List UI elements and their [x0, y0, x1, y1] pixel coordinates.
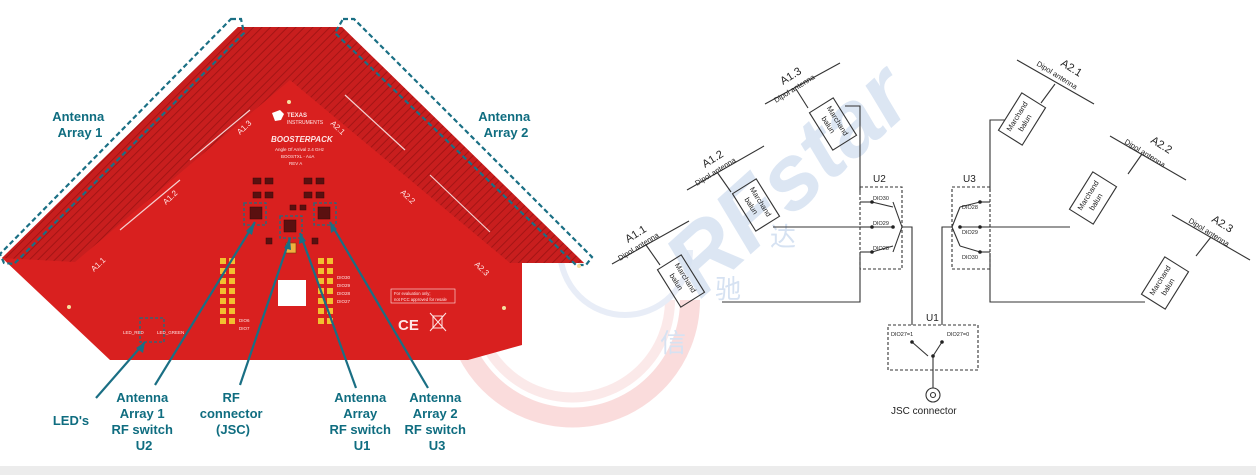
- callout-rf-connector: RF connector (JSC): [200, 390, 266, 437]
- ce-mark: CE: [398, 317, 419, 334]
- u1-label: U1: [926, 313, 939, 324]
- bottom-strip: [0, 466, 1256, 475]
- u1-right-pin: DIO27=0: [947, 332, 969, 338]
- board-title: BOOSTERPACK: [271, 135, 334, 144]
- antenna-array-2-band: [290, 27, 584, 263]
- u1-switch: [887, 324, 979, 371]
- u3-pin-2: DIO29: [962, 230, 978, 236]
- u2-pin-2: DIO29: [873, 221, 889, 227]
- watermark-chinese-3: 达: [770, 223, 796, 253]
- dio-label-27: DIO27: [337, 299, 351, 304]
- board-subtitle-3: REV A: [289, 161, 302, 166]
- a2-2-balun: Marchand balun: [1076, 177, 1111, 217]
- pcb-board: A1.1 A1.2 A1.3 A2.1 A2.2 A2.3 TEXAS INST…: [0, 17, 594, 360]
- pcb-components: [249, 177, 331, 245]
- mounting-holes: [67, 100, 581, 310]
- watermark-chinese-1: 信: [660, 329, 686, 359]
- antenna-a1-2: [686, 145, 781, 232]
- ti-logo: TEXAS INSTRUMENTS: [272, 110, 324, 126]
- antenna-a2-3: [1140, 214, 1251, 310]
- antenna-array-1-label: Antenna Array 1: [52, 109, 108, 140]
- fcc-note-1: For evaluation only;: [394, 291, 431, 296]
- antenna-a1-3: [764, 62, 858, 151]
- antenna-a2-1: [997, 59, 1095, 146]
- u3-pin-1: DIO28: [962, 205, 978, 211]
- dio-label-28: DIO28: [337, 291, 351, 296]
- svg-text:INSTRUMENTS: INSTRUMENTS: [287, 120, 324, 126]
- jsc-connector-symbol: [925, 387, 941, 403]
- dio-left-label-6: DIO6: [239, 318, 250, 323]
- callout-arrows: [95, 221, 429, 399]
- u3-label: U3: [963, 174, 976, 185]
- pcb-substrate: [2, 27, 584, 360]
- svg-text:TEXAS: TEXAS: [287, 113, 307, 119]
- a2-1-balun: Marchand balun: [1005, 98, 1040, 138]
- dio-left-label-7: DIO7: [239, 326, 250, 331]
- antenna-array-1-outline: [0, 17, 246, 266]
- antenna-array-2-label: Antenna Array 2: [478, 109, 534, 140]
- u3-pin-3: DIO30: [962, 255, 978, 261]
- u1-left-pin: DIO27=1: [891, 332, 913, 338]
- antenna-a2-2: [1068, 135, 1187, 225]
- switch-contact-dots: [870, 200, 982, 358]
- led-red-label: LED_RED: [123, 330, 145, 335]
- u2-pin-1: DIO30: [873, 196, 889, 202]
- u2-label: U2: [873, 174, 886, 185]
- antenna-a1-1: [611, 220, 706, 308]
- header-pins-right: [318, 258, 333, 324]
- callout-arrowheads: [136, 222, 337, 353]
- watermark-chinese-2: 驰: [715, 275, 741, 305]
- callout-array2-switch: Antenna Array 2 RF switch U3: [404, 390, 469, 453]
- dio-label-30: DIO30: [337, 275, 351, 280]
- board-subtitle-1: Angle Of Arrival 2.4 GHz: [275, 147, 325, 152]
- dio-label-29: DIO29: [337, 283, 351, 288]
- callout-array1-switch: Antenna Array 1 RF switch U2: [111, 390, 176, 453]
- weee-bin-icon: [429, 312, 447, 332]
- array-segment-separators: [119, 94, 491, 233]
- u2-pin-3: DIO28: [873, 246, 889, 252]
- antenna-array-2-outline: [333, 17, 594, 267]
- led-green-label: LED_GREEN: [157, 330, 184, 335]
- fcc-note-2: not FCC approved for resale: [394, 297, 448, 302]
- switch-highlights: [139, 202, 337, 343]
- u2-switch: [859, 186, 903, 270]
- callout-leds: LED's: [53, 413, 89, 428]
- schematic: [611, 59, 1251, 403]
- u3-switch: [951, 186, 991, 270]
- white-pad: [278, 280, 306, 306]
- jsc-connector-label: JSC connector: [891, 406, 957, 417]
- board-subtitle-2: BOOSTXL - AoA: [281, 154, 314, 159]
- a2-3-balun: Marchand balun: [1148, 262, 1183, 302]
- fcc-note-box: [390, 288, 456, 304]
- callout-array-switch-u1: Antenna Array RF switch U1: [329, 390, 394, 453]
